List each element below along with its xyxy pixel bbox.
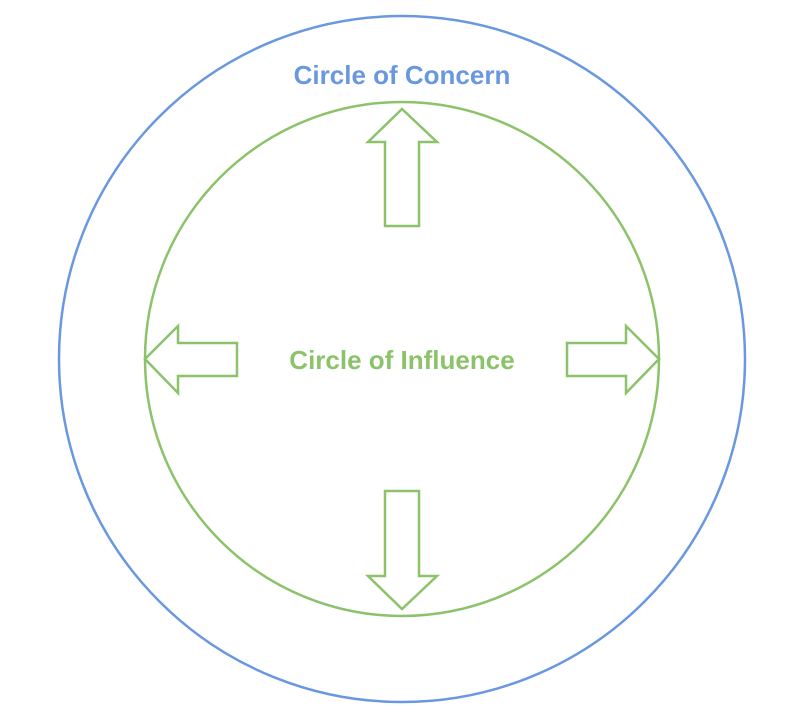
arrow-right-icon	[565, 322, 661, 397]
circle-of-influence-label: Circle of Influence	[289, 345, 514, 375]
arrow-left-icon	[143, 322, 239, 397]
circle-of-concern	[57, 14, 747, 704]
arrow-down-icon	[364, 489, 441, 611]
arrow-up-icon	[364, 107, 441, 228]
circle-of-concern-label: Circle of Concern	[294, 60, 511, 90]
